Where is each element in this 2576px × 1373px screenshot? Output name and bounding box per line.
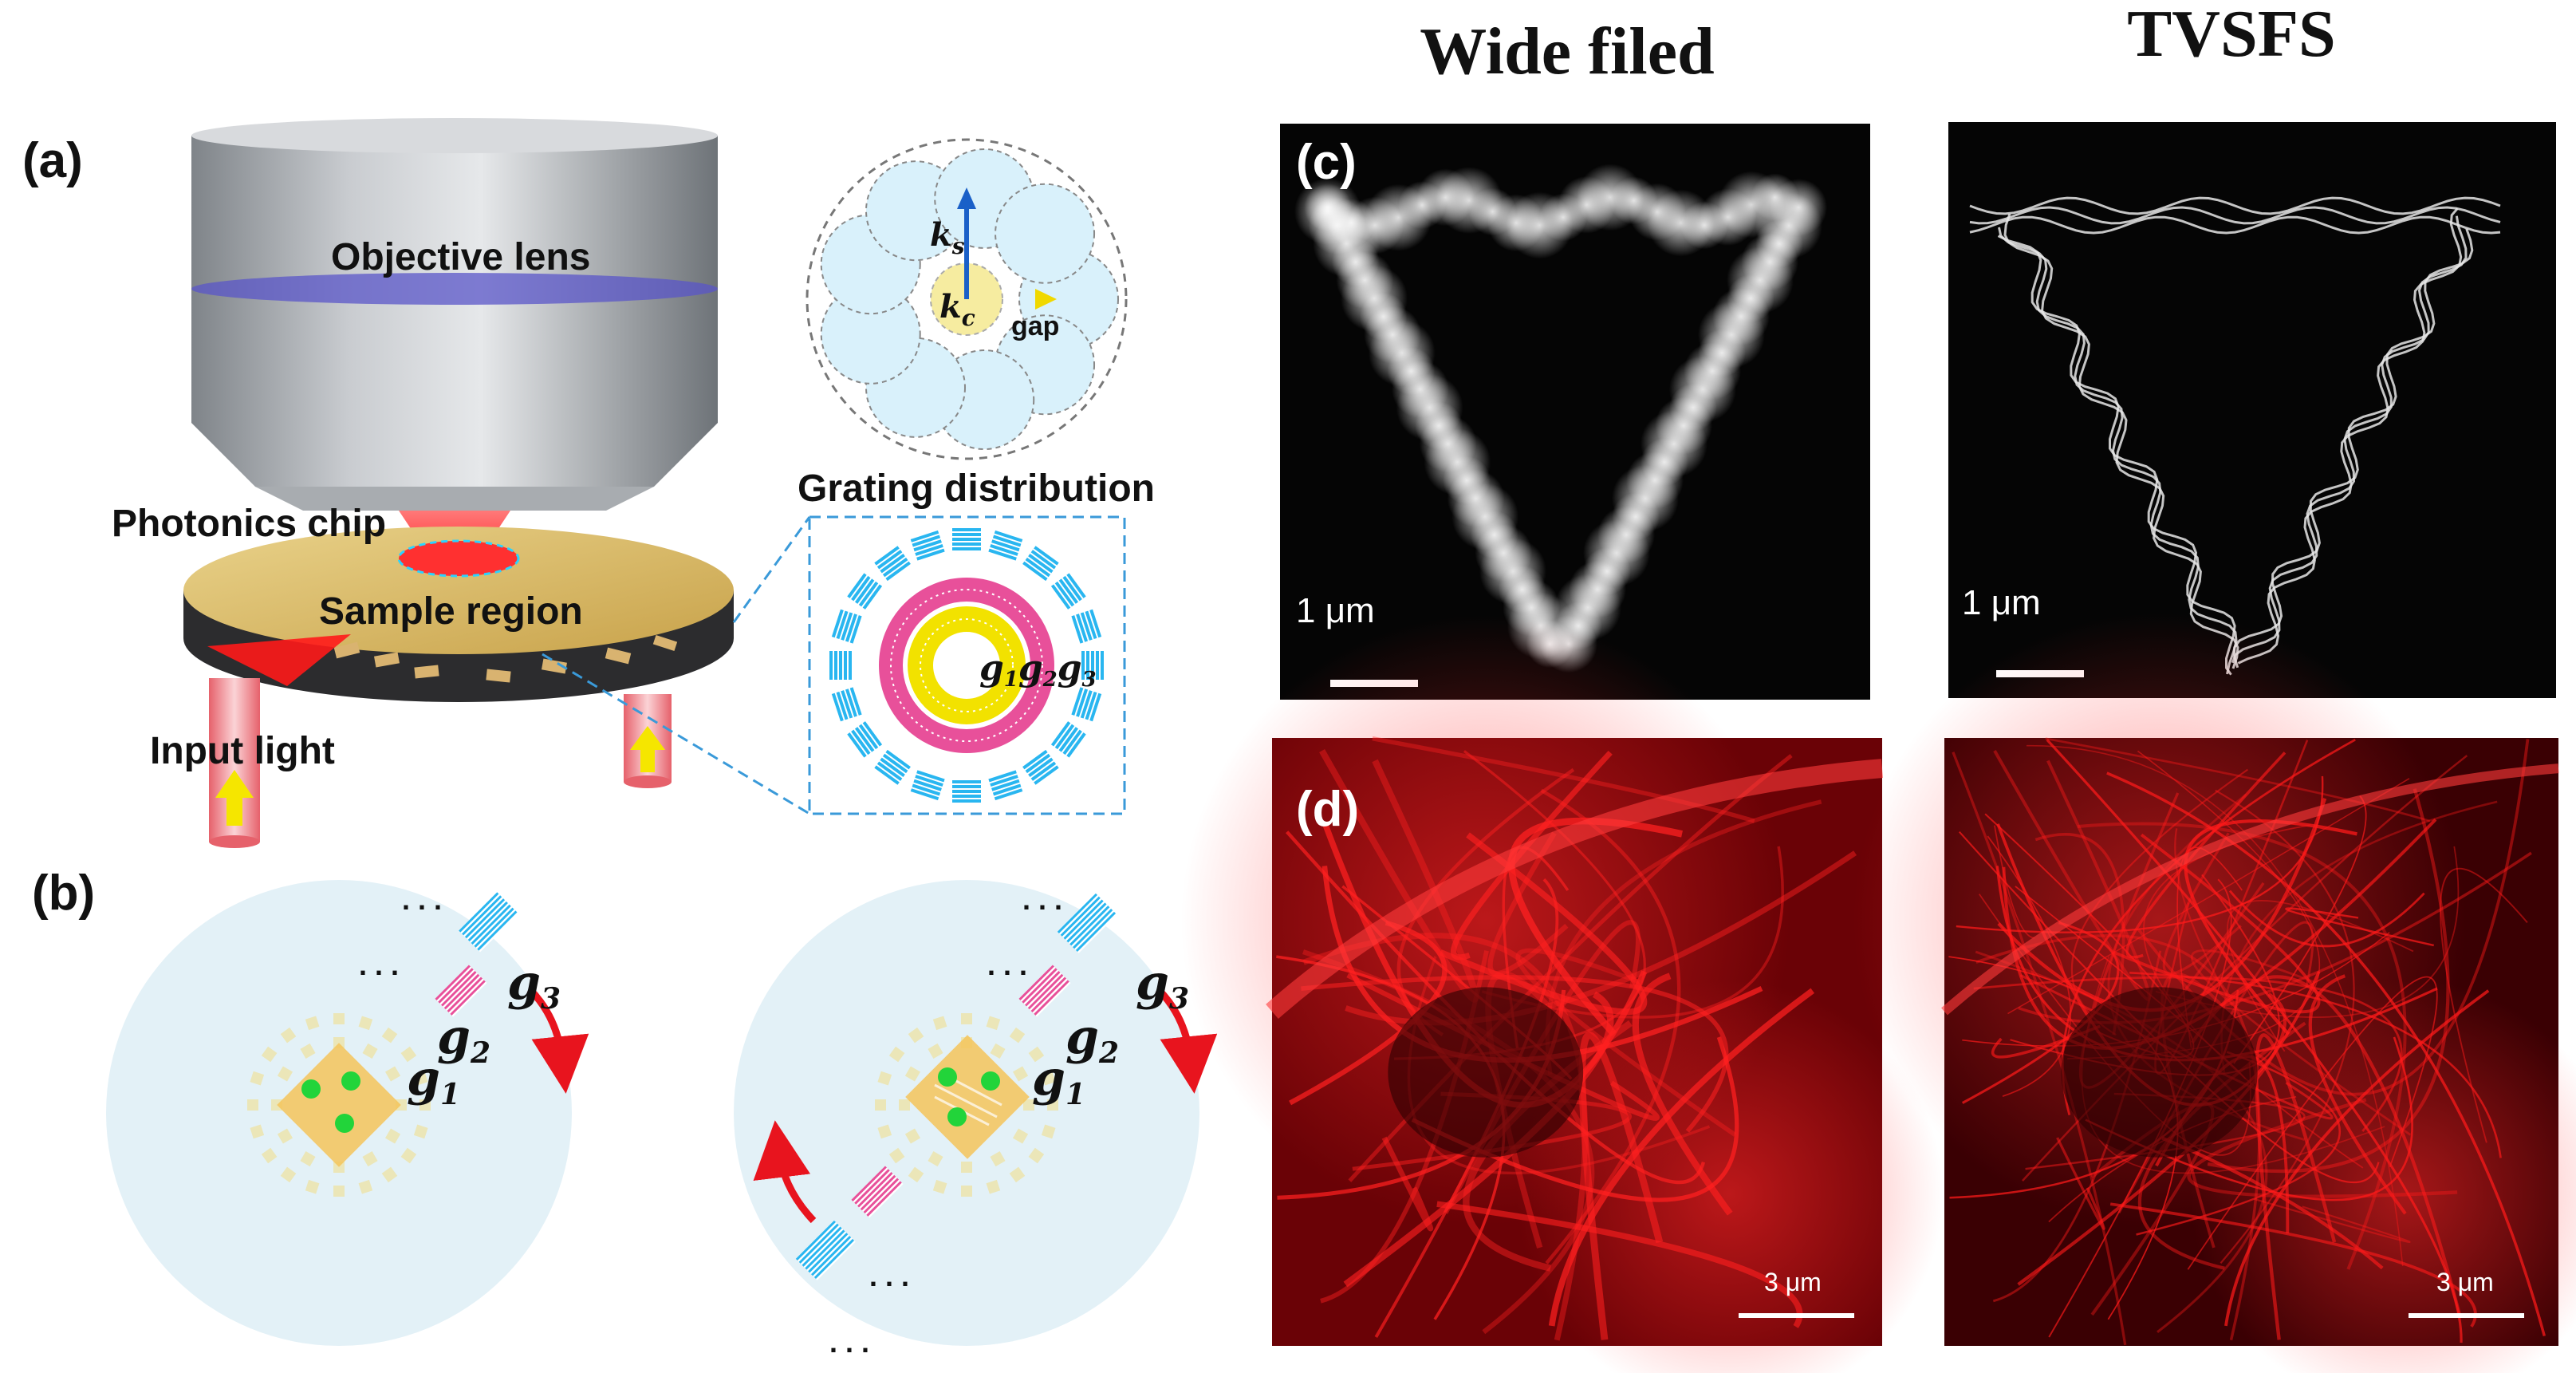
grating-rings — [829, 528, 1104, 803]
scale-label-d-left: 3 μm — [1764, 1268, 1822, 1296]
b-right-g1: g1 — [1032, 1051, 1085, 1111]
panel-b-right-diagram: . . . . . . . . . . . . — [734, 880, 1218, 1359]
k-space-diagram — [805, 138, 1128, 460]
scale-label-d-right: 3 μm — [2436, 1268, 2494, 1296]
zoom-line-top — [732, 516, 811, 623]
panel-label-d: (d) — [1296, 782, 1359, 837]
input-light-beam-right — [624, 694, 672, 788]
image-d-tvsfs — [1852, 613, 2576, 1373]
panel-label-a: (a) — [22, 133, 83, 188]
gap-label: gap — [1011, 311, 1059, 341]
b-right-g3: g3 — [1136, 955, 1189, 1016]
image-c-tvsfs — [1948, 122, 2556, 698]
svg-text:. . .: . . . — [869, 1260, 909, 1292]
b-right-g2: g2 — [1065, 1009, 1119, 1070]
panel-b-left-diagram: . . . . . . — [106, 880, 589, 1346]
svg-text:. . .: . . . — [1022, 883, 1062, 916]
b-left-g1: g1 — [407, 1051, 460, 1111]
kc-label: kc — [939, 288, 975, 331]
grating-distribution-title: Grating distribution — [798, 468, 1155, 510]
photonics-chip — [183, 527, 734, 702]
ks-label: ks — [930, 216, 965, 259]
grating-distribution-box — [808, 515, 1126, 815]
scale-label-c-right: 1 μm — [1962, 583, 2041, 622]
b-left-g2: g2 — [437, 1009, 490, 1070]
svg-text:. . .: . . . — [829, 1326, 869, 1359]
panel-label-c: (c) — [1296, 135, 1357, 190]
svg-text:. . .: . . . — [987, 949, 1027, 981]
image-c-wide-field — [1280, 124, 1870, 700]
image-d-wide-field — [1180, 615, 1944, 1373]
sample-region-label: Sample region — [319, 590, 583, 633]
title-tvsfs: TVSFS — [2127, 0, 2335, 71]
input-light-beam-left — [209, 678, 260, 848]
grating-g-labels: g1g2g3 — [979, 648, 1097, 692]
svg-text:. . .: . . . — [402, 883, 442, 916]
scale-label-c-left: 1 μm — [1296, 591, 1375, 630]
title-wide-field: Wide filed — [1420, 14, 1714, 89]
b-left-g3: g3 — [507, 955, 561, 1016]
panel-label-b: (b) — [32, 866, 95, 921]
objective-lens — [191, 118, 718, 511]
svg-text:. . .: . . . — [359, 949, 399, 981]
photonics-chip-label: Photonics chip — [112, 503, 386, 545]
objective-lens-label: Objective lens — [331, 236, 590, 278]
input-light-label: Input light — [150, 730, 335, 772]
